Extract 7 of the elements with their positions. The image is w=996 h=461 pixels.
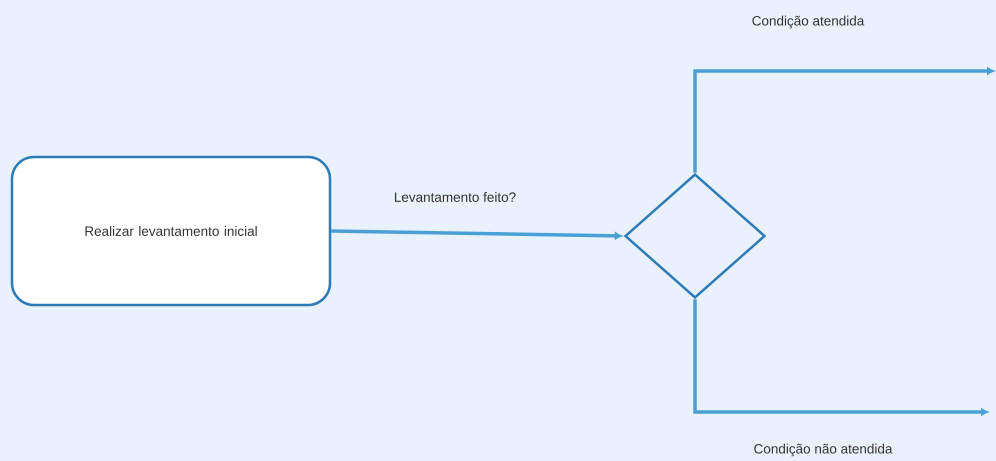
arrow	[693, 299, 988, 416]
arrow	[331, 229, 622, 240]
edge-label: Condição atendida	[750, 14, 866, 30]
edge-label: Condição não atendida	[752, 442, 894, 458]
arrow	[693, 67, 994, 173]
edge-label: Levantamento feito?	[392, 191, 518, 203]
process-box: Realizar levantamento inicial	[10, 156, 332, 306]
